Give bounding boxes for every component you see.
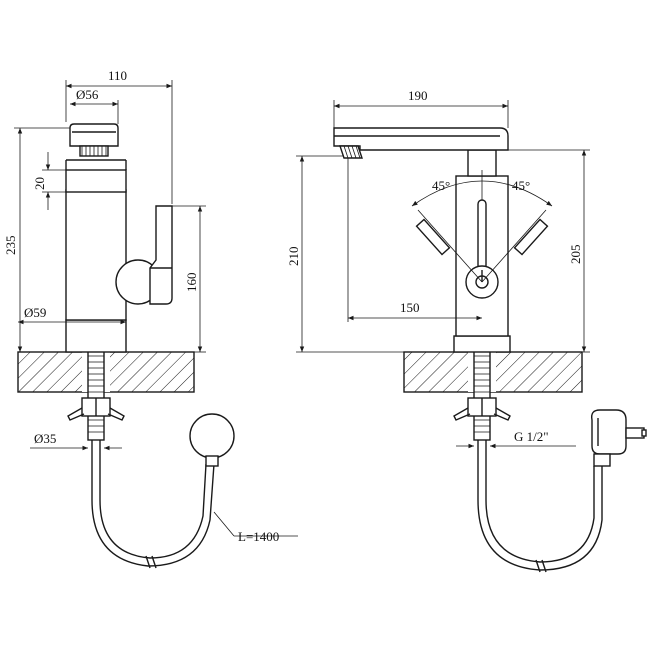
aerator-right <box>339 145 363 159</box>
lever-slot-right <box>477 199 487 271</box>
label-g12: G 1/2" <box>514 429 549 444</box>
base-ring-left <box>65 319 127 353</box>
dim-height-210: 210 <box>286 155 404 353</box>
label-210: 210 <box>286 247 301 267</box>
label-d59: Ø59 <box>24 305 46 320</box>
dim-angles: 45° 45° <box>432 178 530 193</box>
dim-height-235: 235 <box>3 127 70 352</box>
display-band-left <box>65 169 127 193</box>
label-160: 160 <box>184 273 199 293</box>
heater-body-left <box>65 189 127 321</box>
aerator-left <box>79 145 109 157</box>
dim-thread-diameter: Ø35 <box>30 431 122 451</box>
label-d35: Ø35 <box>34 431 56 446</box>
wing-nut-left <box>67 397 125 421</box>
label-45-left: 45° <box>432 178 450 193</box>
dim-head-diameter: Ø56 <box>70 87 119 124</box>
left-view: 110 Ø56 235 20 160 <box>3 68 298 569</box>
lever-swing-right <box>411 170 553 283</box>
dim-reach-150: 150 <box>347 158 482 322</box>
label-20: 20 <box>32 177 47 190</box>
dim-base-diameter: Ø59 <box>18 305 126 325</box>
threaded-rod-left <box>87 347 105 441</box>
base-ring-right <box>453 335 511 353</box>
cable-right <box>477 440 603 573</box>
label-110: 110 <box>108 68 127 83</box>
spout-right <box>333 127 509 151</box>
dim-width-110: 110 <box>65 68 173 204</box>
dim-spout-190: 190 <box>333 88 509 128</box>
label-l1400: L=1400 <box>238 529 279 544</box>
dim-body-160: 160 <box>172 205 206 353</box>
label-45-right: 45° <box>512 178 530 193</box>
dim-thread-g12: G 1/2" <box>456 429 576 449</box>
lever-handle-left <box>115 205 173 305</box>
threaded-rod-right <box>473 347 491 441</box>
wing-nut-right <box>453 397 511 421</box>
dim-display-20: 20 <box>32 152 66 210</box>
label-190: 190 <box>408 88 428 103</box>
plug-right <box>590 409 647 467</box>
dim-body-205: 205 <box>508 149 590 353</box>
cable-left <box>91 413 235 569</box>
label-150: 150 <box>400 300 420 315</box>
plug-sphere-left <box>189 413 235 459</box>
label-205: 205 <box>568 245 583 265</box>
dim-cable-length: L=1400 <box>213 511 298 544</box>
right-view: 190 45° 45° 210 205 150 <box>286 88 647 573</box>
label-d56: Ø56 <box>76 87 99 102</box>
head-left <box>69 123 119 147</box>
label-235: 235 <box>3 236 18 256</box>
